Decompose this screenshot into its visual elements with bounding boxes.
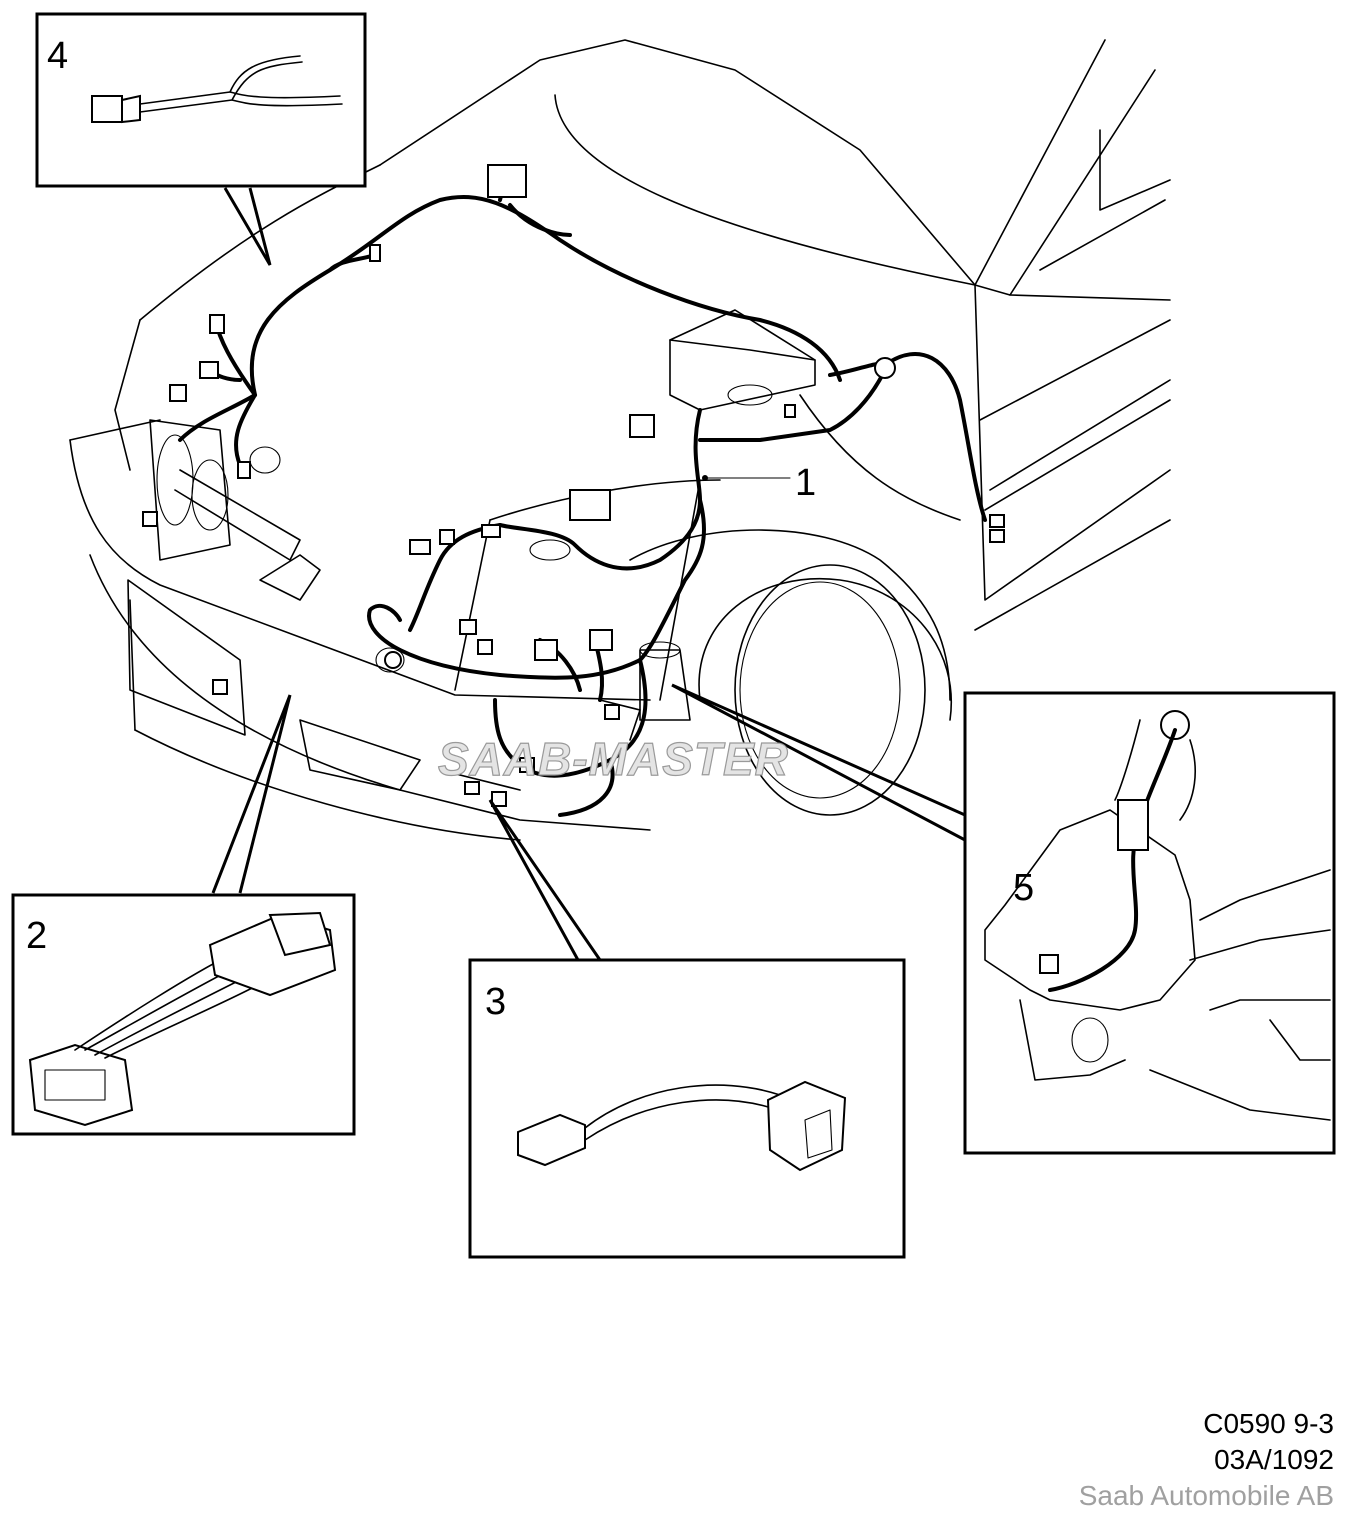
diagram-reference: 03A/1092 xyxy=(1214,1444,1334,1475)
detail-4-frame xyxy=(35,12,367,188)
wiring-harness xyxy=(142,164,1005,817)
callout-3: 3 xyxy=(485,981,506,1023)
publisher-credit: Saab Automobile AB xyxy=(1078,1480,1334,1511)
detail-2-harness xyxy=(28,911,337,1127)
diagram-code: C0590 9-3 xyxy=(1203,1408,1334,1439)
detail-3-harness xyxy=(517,1080,847,1172)
detail-4-harness xyxy=(91,55,343,124)
callout-1: 1 xyxy=(795,462,816,504)
car-body xyxy=(69,39,1171,841)
detail-5-frame xyxy=(963,691,1336,1155)
detail-3-frame xyxy=(468,958,906,1259)
detail-2-frame xyxy=(11,893,356,1136)
callout-4: 4 xyxy=(47,35,68,77)
callout-2: 2 xyxy=(26,915,47,957)
watermark: SAAB-MASTER xyxy=(438,733,789,785)
detail-5-harness xyxy=(984,710,1331,1121)
callout-5: 5 xyxy=(1013,867,1034,909)
